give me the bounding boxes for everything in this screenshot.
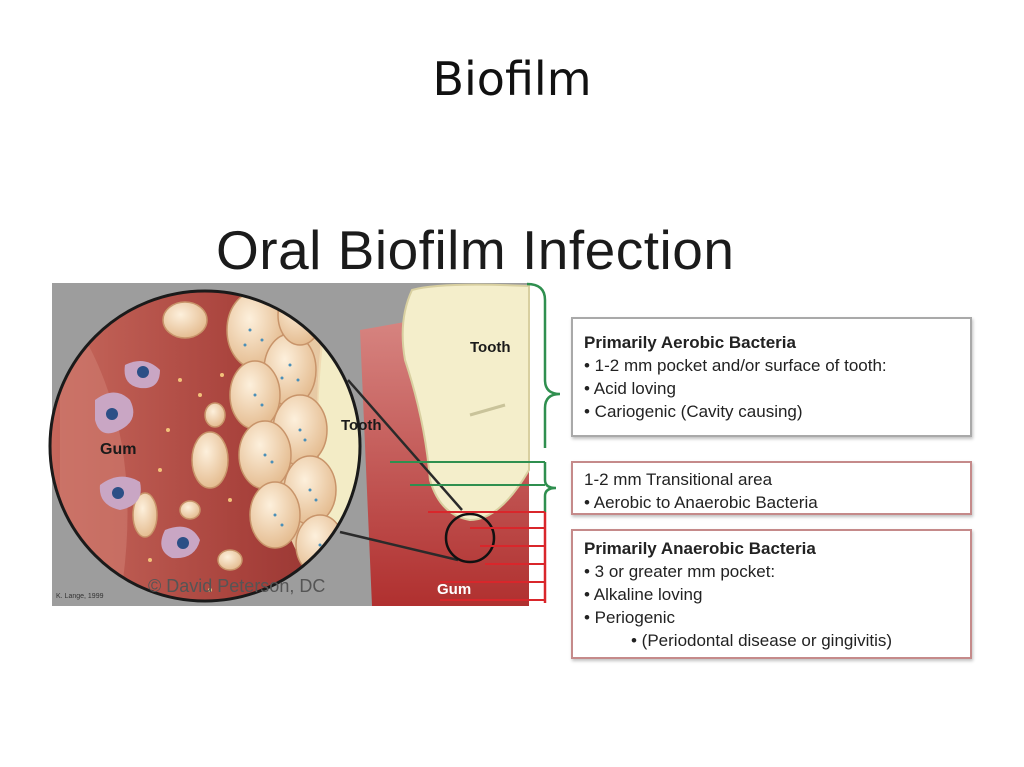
gum-cells [95, 361, 200, 559]
aerobic-item: • 1-2 mm pocket and/or surface of tooth: [584, 356, 887, 375]
tooth-shading-mark [469, 403, 506, 417]
transitional-item: • Aerobic to Anaerobic Bacteria [584, 493, 818, 512]
zoom-line-bottom [339, 530, 459, 562]
anaerobic-item: • Alkaline loving [584, 585, 703, 604]
transitional-item: 1-2 mm Transitional area [584, 470, 773, 489]
zoom-target-circle [444, 512, 496, 564]
zoom-line-top [347, 379, 463, 511]
copyright-text: © David Peterson, DC [148, 576, 326, 596]
anaerobic-item: • 3 or greater mm pocket: [584, 562, 776, 581]
aerobic-box-header: Primarily Aerobic Bacteria [584, 333, 796, 352]
tooth-label-inner: Tooth [341, 417, 382, 434]
aerobic-item: • Cariogenic (Cavity causing) [584, 402, 803, 421]
aerobic-item: • Acid loving [584, 379, 676, 398]
anaerobic-item: • Periogenic [584, 608, 676, 627]
anaerobic-info-box: Primarily Anaerobic Bacteria • 3 or grea… [571, 529, 972, 659]
gum-label-right: Gum [437, 581, 472, 598]
aerobic-info-box: Primarily Aerobic Bacteria • 1-2 mm pock… [571, 317, 972, 437]
aerobic-bracket [526, 282, 561, 448]
anaerobic-sub-item: • (Periodontal disease or gingivitis) [631, 631, 893, 650]
magnified-view [50, 291, 360, 601]
anaerobic-box-header: Primarily Anaerobic Bacteria [584, 539, 816, 558]
gum-label-left: Gum [100, 441, 137, 458]
transitional-bracket [543, 462, 557, 512]
transitional-info-box: 1-2 mm Transitional area • Aerobic to An… [571, 461, 972, 515]
figure-title: Oral Biofilm Infection [216, 219, 735, 281]
magnifier-circle-outline [48, 289, 362, 603]
slide-title: Biofilm [432, 52, 592, 106]
anaerobic-lines [428, 511, 545, 601]
artist-signature: K. Lange, 1999 [56, 593, 104, 600]
tooth-label-right: Tooth [470, 339, 511, 356]
